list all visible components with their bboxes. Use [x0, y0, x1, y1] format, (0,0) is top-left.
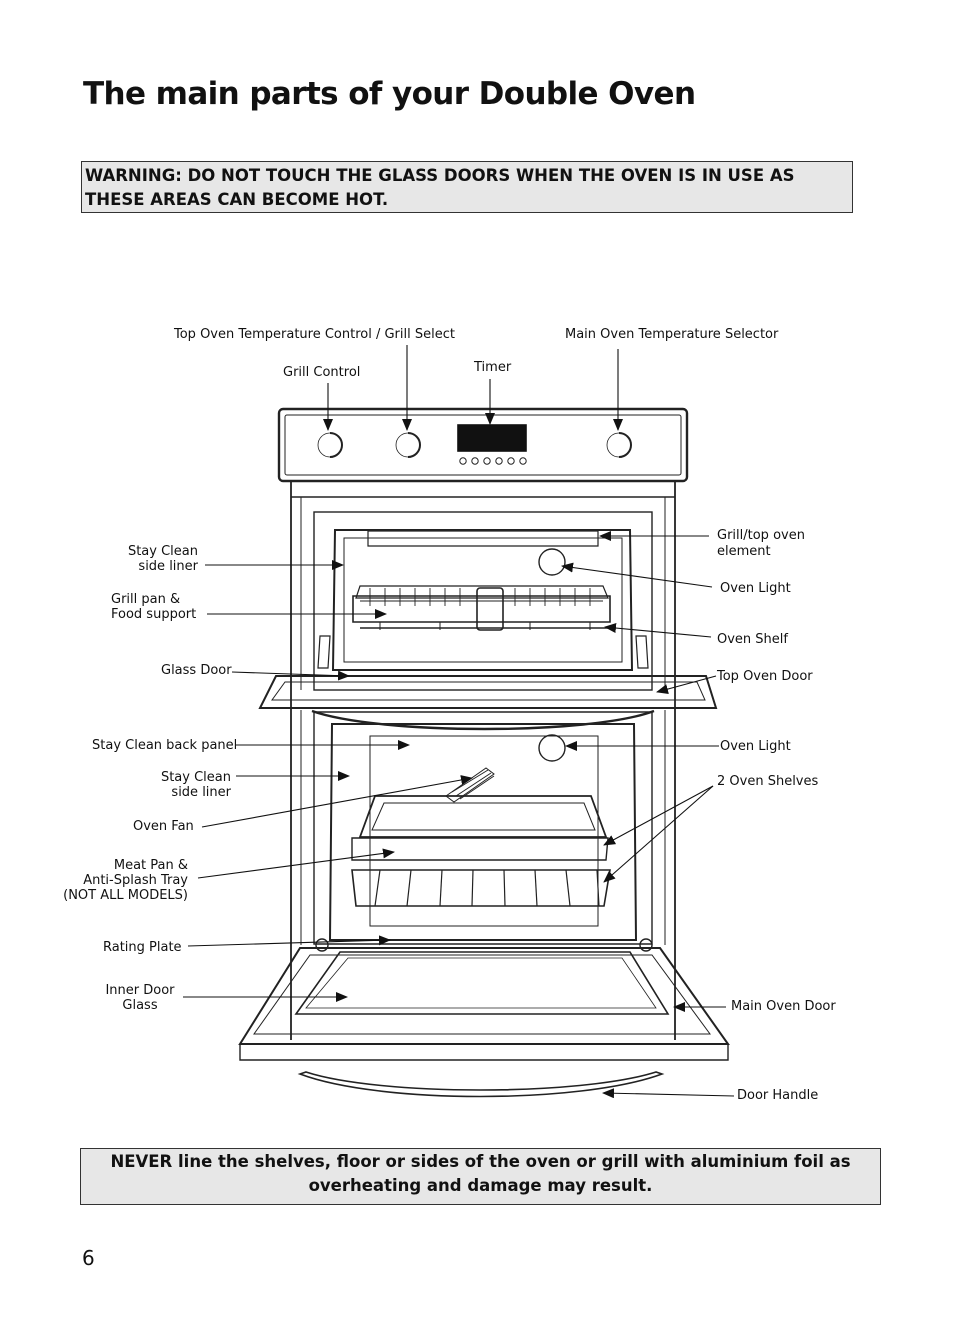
- page-title: The main parts of your Double Oven: [83, 76, 696, 112]
- label-grill-pan-1: Grill pan &: [111, 592, 180, 607]
- top-oven-light: [538, 548, 566, 576]
- label-stay-clean-side-liner-top-1: Stay Clean: [128, 544, 198, 559]
- control-panel: [277, 407, 689, 483]
- label-inner-door-glass-2: Glass: [122, 998, 157, 1013]
- main-oven-cavity: [313, 711, 653, 945]
- warning-text: WARNING: DO NOT TOUCH THE GLASS DOORS WH…: [85, 166, 795, 209]
- label-oven-shelf: Oven Shelf: [717, 632, 788, 647]
- foil-notice-box: NEVER line the shelves, floor or sides o…: [80, 1148, 881, 1205]
- label-main-oven-door: Main Oven Door: [731, 999, 836, 1014]
- page-number: 6: [82, 1246, 95, 1270]
- diagram-labels: Top Oven Temperature Control / Grill Sel…: [63, 327, 836, 1103]
- label-grill-control: Grill Control: [283, 365, 360, 380]
- label-meat-pan-1: Meat Pan &: [114, 858, 188, 873]
- label-grill-element-1: Grill/top oven: [717, 528, 805, 543]
- inner-door-glass: [294, 951, 670, 1015]
- label-top-oven-temp-control: Top Oven Temperature Control / Grill Sel…: [173, 327, 455, 342]
- label-timer: Timer: [473, 360, 512, 375]
- label-inner-door-glass-1: Inner Door: [105, 983, 175, 998]
- main-oven-door: [238, 938, 730, 1098]
- label-door-handle: Door Handle: [737, 1088, 818, 1103]
- oven-illustration: [238, 407, 730, 1098]
- leader-lines: [183, 345, 735, 1099]
- top-oven-knob: [395, 432, 421, 458]
- label-grill-element-2: element: [717, 544, 771, 559]
- top-oven-cavity: [331, 529, 634, 671]
- label-stay-clean-back-panel: Stay Clean back panel: [92, 738, 237, 753]
- main-oven-knob: [606, 432, 632, 458]
- grill-control-knob: [317, 432, 343, 458]
- timer-buttons: [459, 457, 527, 465]
- label-meat-pan-2: Anti-Splash Tray: [83, 873, 188, 888]
- label-grill-pan-2: Food support: [111, 607, 196, 622]
- label-glass-door: Glass Door: [161, 663, 232, 678]
- main-oven-light: [538, 734, 566, 762]
- label-stay-clean-side-liner-top-2: side liner: [138, 559, 198, 574]
- label-oven-fan: Oven Fan: [133, 819, 194, 834]
- timer-display: [457, 424, 527, 452]
- label-oven-light-top: Oven Light: [720, 581, 791, 596]
- label-two-oven-shelves: 2 Oven Shelves: [717, 774, 818, 789]
- grill-pan-handle: [476, 587, 504, 631]
- label-main-oven-temp-selector: Main Oven Temperature Selector: [565, 327, 779, 342]
- foil-notice-text: NEVER line the shelves, floor or sides o…: [110, 1152, 851, 1195]
- top-oven-door: [258, 675, 718, 731]
- label-meat-pan-3: (NOT ALL MODELS): [63, 888, 188, 903]
- door-handle: [297, 1071, 665, 1098]
- label-rating-plate: Rating Plate: [103, 940, 182, 955]
- label-top-oven-door: Top Oven Door: [716, 669, 813, 684]
- label-stay-clean-side-liner-main-2: side liner: [171, 785, 231, 800]
- label-stay-clean-side-liner-main-1: Stay Clean: [161, 770, 231, 785]
- label-oven-light-main: Oven Light: [720, 739, 791, 754]
- warning-box: WARNING: DO NOT TOUCH THE GLASS DOORS WH…: [81, 161, 853, 213]
